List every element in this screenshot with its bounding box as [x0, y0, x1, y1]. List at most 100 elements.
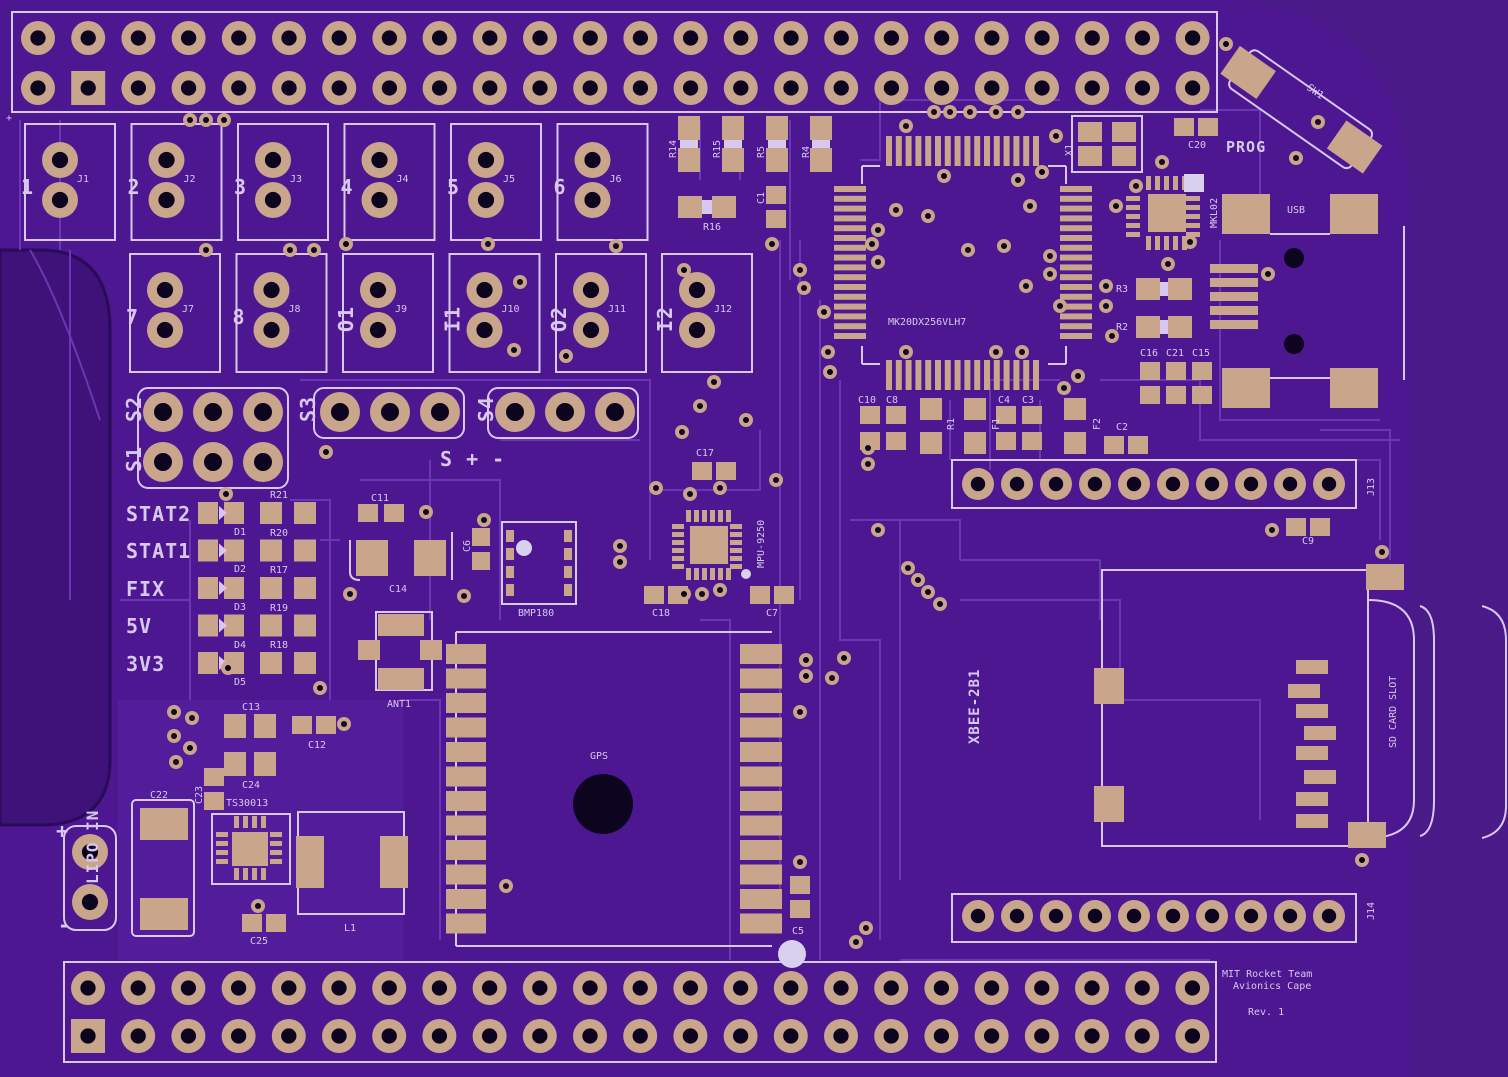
- label-c13: C13: [242, 702, 260, 713]
- cap-pad: [1022, 406, 1042, 424]
- switch-pad: [1220, 45, 1276, 100]
- via-hole: [869, 241, 875, 247]
- label-d4: D4: [234, 640, 246, 651]
- ts-pin: [234, 868, 239, 880]
- mcu-pin: [935, 136, 941, 166]
- mcu-pin: [1060, 303, 1092, 310]
- bottom-header-pin-hole: [632, 1028, 648, 1044]
- label-d2: D2: [234, 564, 246, 575]
- bottom-header-pin-hole: [833, 1028, 849, 1044]
- servo-pin-hole: [556, 403, 574, 421]
- mpu-pin: [730, 548, 742, 553]
- cap-c14-outline: [349, 532, 453, 581]
- label-c11: C11: [371, 493, 389, 504]
- label-c20: C20: [1188, 140, 1206, 151]
- ts-pin: [216, 841, 228, 846]
- bottom-header-pin-hole: [281, 980, 297, 996]
- bottom-header-pin-hole: [80, 1028, 96, 1044]
- resistor-pad: [722, 116, 744, 140]
- ant-pad: [420, 640, 442, 660]
- header-pin-hole: [970, 476, 986, 492]
- channel-pin-hole: [582, 321, 600, 339]
- via-hole: [1109, 333, 1115, 339]
- via-hole: [1113, 203, 1119, 209]
- bottom-header-pin-hole: [381, 980, 397, 996]
- channel-pin-hole: [688, 281, 706, 299]
- mcu-pin: [834, 323, 866, 330]
- ant-pad: [358, 640, 380, 660]
- cap-pad: [790, 876, 810, 894]
- channel-ref: J8: [289, 304, 301, 315]
- mpu-pin: [710, 510, 715, 522]
- channel-box: [556, 123, 649, 241]
- via-hole: [223, 491, 229, 497]
- bottom-header-pin-hole: [783, 1028, 799, 1044]
- ts-pin: [270, 859, 282, 864]
- mcu-pin: [964, 360, 971, 390]
- cap-pad: [1174, 118, 1194, 136]
- bottom-header-pin-hole: [1084, 980, 1100, 996]
- mcu-pin: [974, 136, 981, 166]
- trace: [860, 99, 1060, 161]
- gps-pad: [740, 742, 782, 762]
- mkl-pin: [1173, 176, 1178, 190]
- gps-pad: [740, 693, 782, 713]
- via-hole: [1159, 159, 1165, 165]
- channel-pin-hole: [51, 191, 69, 209]
- channel-number: O2: [547, 306, 571, 332]
- label-servo-s3: S3: [296, 396, 320, 422]
- bottom-header-pin-hole: [582, 1028, 598, 1044]
- top-header-pin-hole: [933, 80, 950, 96]
- cap-pad: [1166, 386, 1186, 404]
- label-r2: R2: [1116, 322, 1128, 333]
- label-usb: USB: [1287, 205, 1305, 216]
- mpu-pin: [694, 568, 699, 580]
- via-hole: [1053, 133, 1059, 139]
- resistor-body: [724, 140, 742, 148]
- mpu-pin: [672, 564, 684, 569]
- via-hole: [875, 259, 881, 265]
- bottom-header-pin-hole: [230, 1028, 247, 1044]
- header-pin-hole: [1204, 908, 1220, 924]
- bottom-header-pin-hole: [130, 980, 146, 996]
- mcu-pin: [944, 360, 951, 390]
- label-c10: C10: [858, 395, 876, 406]
- via-hole: [347, 591, 353, 597]
- bmp-pin: [564, 584, 572, 596]
- via-hole: [203, 117, 209, 123]
- trace: [290, 499, 340, 700]
- cap-pad: [1140, 362, 1160, 380]
- channel-number: 7: [126, 305, 139, 329]
- channel-pin-hole: [156, 321, 174, 339]
- cap-pad: [1104, 436, 1124, 454]
- via-hole: [341, 721, 347, 727]
- label-r5: R5: [756, 146, 767, 158]
- cap-pad: [1286, 518, 1306, 536]
- label-servo-s4: S4: [474, 396, 498, 422]
- label-r1: R1: [946, 418, 957, 430]
- channel-pin-hole: [264, 151, 282, 169]
- header-pin-hole: [1282, 476, 1298, 492]
- label-mcu: MK20DX256VLH7: [888, 317, 966, 328]
- bottom-header-pin-hole: [481, 980, 498, 996]
- gps-pad: [740, 840, 782, 860]
- mpu-pin: [730, 532, 742, 537]
- sd-pin: [1296, 792, 1328, 806]
- trace: [29, 249, 101, 600]
- label-stat1: STAT1: [126, 539, 191, 563]
- cap-pad: [204, 792, 224, 810]
- via-hole: [993, 109, 999, 115]
- bottom-header-pin-hole: [632, 980, 648, 996]
- ant-pad: [378, 668, 424, 690]
- via-hole: [875, 527, 881, 533]
- res-pad-b: [294, 614, 316, 637]
- mcu-pin: [1060, 205, 1092, 212]
- mcu-pin: [993, 136, 1000, 166]
- channel-box: [129, 253, 221, 373]
- ts-pin: [243, 868, 248, 880]
- header-pin-hole: [1204, 476, 1220, 492]
- label-d3: D3: [234, 602, 246, 613]
- bottom-header-pin-hole: [983, 980, 1000, 996]
- mcu-pin: [834, 254, 866, 261]
- gps-pad: [446, 766, 486, 787]
